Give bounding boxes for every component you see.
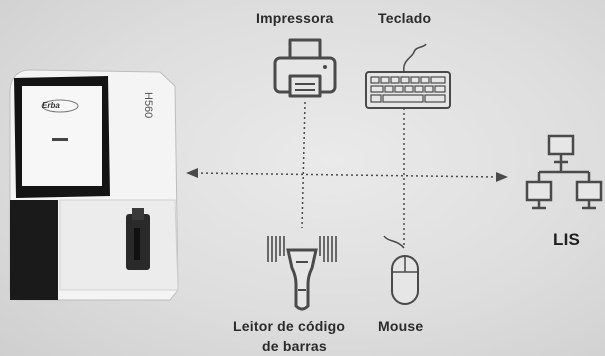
keyboard-label: Teclado xyxy=(378,10,432,26)
analyzer-screen-button xyxy=(52,138,68,141)
analyzer-model-label: H560 xyxy=(142,92,154,119)
connection-lines xyxy=(186,101,508,248)
analyzer-logo xyxy=(41,99,79,113)
analyzer-screen xyxy=(22,86,102,186)
printer-label: Impressora xyxy=(256,10,334,26)
horizontal-connector xyxy=(195,172,499,178)
analyzer-brand-text: Erba xyxy=(42,101,60,110)
keyboard-icon xyxy=(365,43,451,109)
mouse-label: Mouse xyxy=(378,318,424,334)
lis-label: LIS xyxy=(553,230,581,249)
barcode-reader-label-line1: Leitor de código xyxy=(233,318,346,334)
network-computers-icon xyxy=(525,134,603,210)
analyzer-dark-panel xyxy=(10,200,58,300)
barcode-scanner-icon xyxy=(267,236,337,311)
arrow-right-icon xyxy=(496,172,508,182)
printer-scanner-connector xyxy=(301,101,306,229)
arrow-left-icon xyxy=(186,168,198,178)
printer-icon xyxy=(273,38,337,98)
barcode-reader-label-line2: de barras xyxy=(262,338,327,354)
mouse-icon xyxy=(383,235,419,305)
hematology-analyzer xyxy=(9,69,179,301)
